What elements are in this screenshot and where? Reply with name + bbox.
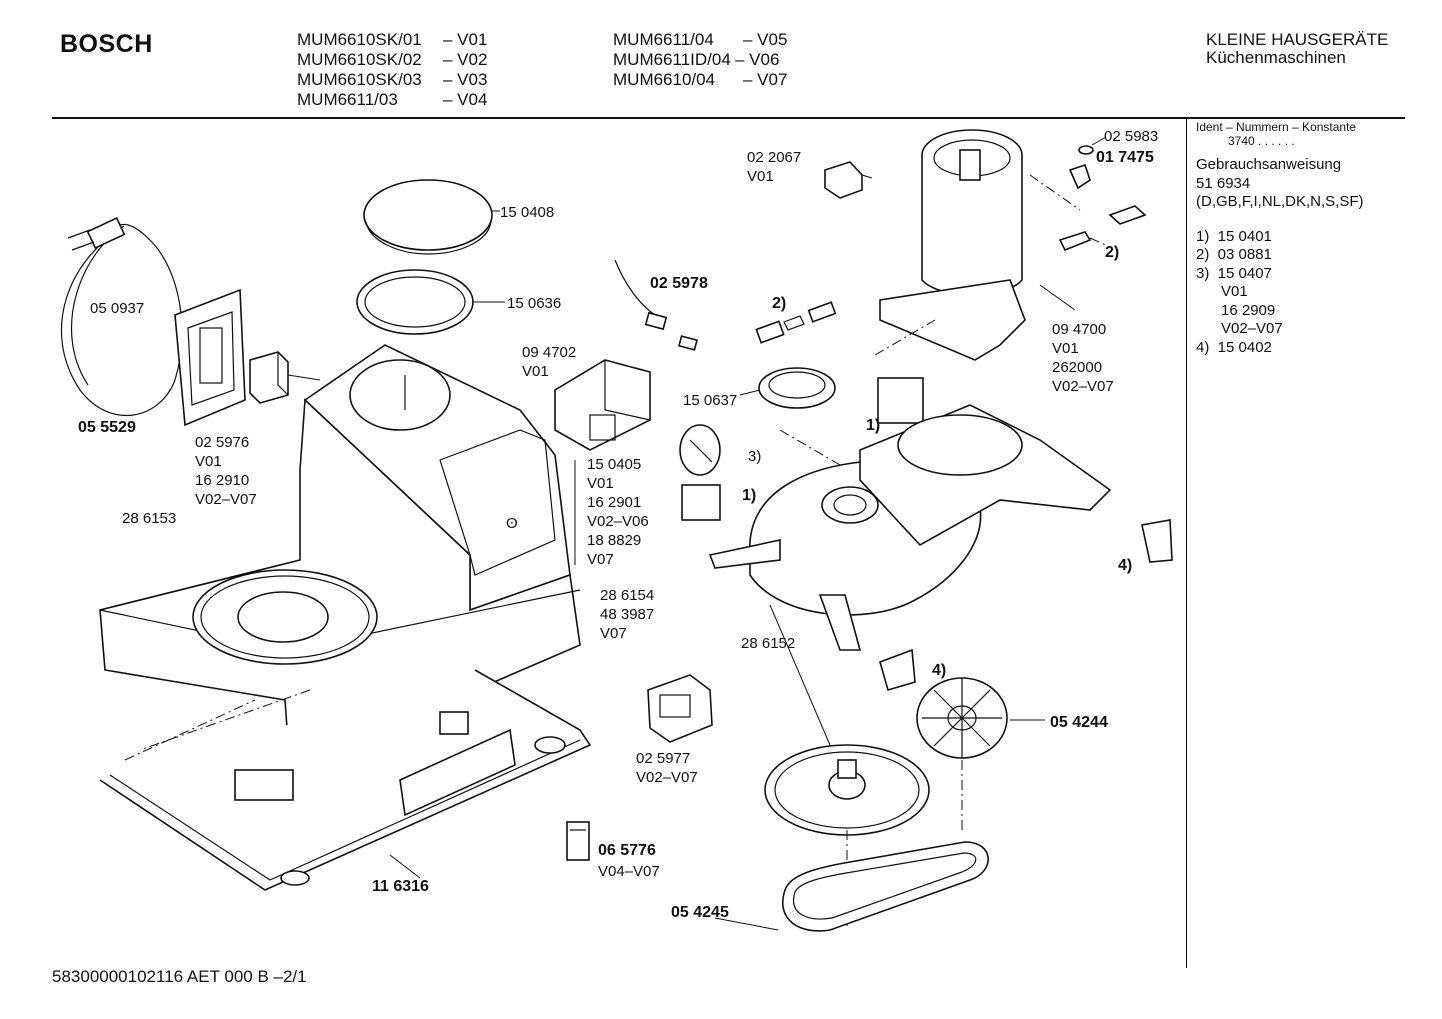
label-286153: 28 6153 (122, 510, 176, 527)
category-subtitle: Küchenmaschinen (1206, 48, 1346, 67)
label-025976: 02 5976 (195, 434, 249, 451)
knob (679, 424, 721, 476)
label-025978: 02 5978 (650, 275, 708, 292)
brush-contact (1058, 205, 1147, 252)
label-note-2-left: 2) (772, 295, 786, 312)
footer-code: 58300000102116 AET 000 B –2/1 (52, 967, 307, 986)
label-094700: 09 4700 (1052, 321, 1106, 338)
gear-housing (708, 404, 1112, 651)
label-094700-v02-v07: V02–V07 (1052, 378, 1114, 395)
label-286152: 28 6152 (741, 635, 795, 652)
label-286154: 28 6154 (600, 587, 654, 604)
note-line: 3) 15 0407 (1196, 264, 1272, 282)
label-150637: 15 0637 (683, 392, 737, 409)
label-022067: 02 2067 (747, 149, 801, 166)
label-054244: 05 4244 (1050, 714, 1108, 731)
label-025977-v02-v07: V02–V07 (636, 769, 698, 786)
label-note-1-upper: 1) (866, 417, 880, 434)
lid-disc (363, 179, 500, 255)
brush-holder (824, 161, 873, 199)
ident-value: 3740 . . . . . . (1228, 134, 1295, 148)
note-line: 2) 03 0881 (1196, 246, 1272, 263)
label-025976-v02-v07: V02–V07 (195, 491, 257, 508)
fan-wheel (916, 677, 1045, 830)
note-line: 1) 15 0401 (1196, 227, 1272, 245)
label-188829: 18 8829 (587, 532, 641, 549)
carbon-brush (755, 301, 837, 344)
manual-label: Gebrauchsanweisung (1196, 156, 1342, 173)
label-050937: 05 0937 (90, 300, 144, 317)
label-054245: 05 4245 (671, 904, 729, 921)
label-262000: 262000 (1052, 359, 1102, 376)
belt-pulley (764, 604, 930, 930)
label-note-4-right: 4) (1118, 557, 1132, 574)
ident-label: Ident – Nummern – Konstante (1196, 120, 1357, 134)
label-note-2-right: 2) (1105, 244, 1119, 261)
label-094702: 09 4702 (522, 344, 576, 361)
category-title: KLEINE HAUSGERÄTE (1206, 30, 1389, 49)
electronic-module (554, 359, 651, 565)
label-150405-v02-v06: V02–V06 (587, 513, 649, 530)
power-cord (60, 217, 183, 417)
label-162910: 16 2910 (195, 472, 249, 489)
sidebar-rule (1186, 118, 1187, 968)
label-150405-v07: V07 (587, 551, 614, 568)
wire-connector (614, 259, 699, 351)
label-150636: 15 0636 (507, 295, 561, 312)
drive-belt (714, 841, 989, 932)
fuse (566, 821, 590, 861)
label-022067-v01: V01 (747, 168, 774, 185)
cover-cap (681, 377, 924, 521)
relay (647, 674, 713, 743)
label-483987: 48 3987 (600, 606, 654, 623)
sidebar: Ident – Nummern – Konstante 3740 . . . .… (1196, 120, 1364, 357)
seal-ring (356, 269, 505, 335)
exploded-parts-diagram: ʘ (60, 128, 1173, 932)
label-065776: 06 5776 (598, 842, 656, 859)
category-heading: KLEINE HAUSGERÄTE Küchenmaschinen (1206, 31, 1388, 67)
label-116316: 11 6316 (372, 878, 429, 895)
note-line: V02–V07 (1196, 320, 1283, 337)
base-plate (99, 669, 592, 891)
label-025976-v01: V01 (195, 453, 222, 470)
label-286154-v07: V07 (600, 625, 627, 642)
label-note-1-lower: 1) (742, 487, 756, 504)
switch-part (249, 351, 321, 404)
label-065776-v04-v07: V04–V07 (598, 863, 660, 880)
clip-part (1068, 136, 1107, 190)
manual-number: 51 6934 (1196, 174, 1251, 192)
label-094700-v01: V01 (1052, 340, 1079, 357)
bearing-ring (739, 367, 836, 409)
cord-clamp-plate (174, 288, 246, 427)
manual-languages: (D,GB,F,I,NL,DK,N,S,SF) (1196, 193, 1364, 210)
motor (879, 129, 1076, 361)
label-162901: 16 2901 (587, 494, 641, 511)
label-150405-v01: V01 (587, 475, 614, 492)
end-cap (879, 519, 1173, 691)
label-094702-v01: V01 (522, 363, 549, 380)
label-017475: 01 7475 (1096, 149, 1154, 166)
header-rule (52, 117, 1405, 119)
label-150405: 15 0405 (587, 456, 641, 473)
label-note-3: 3) (748, 448, 761, 465)
label-055529: 05 5529 (78, 419, 136, 436)
note-line: 16 2909 (1196, 301, 1276, 319)
brand-logo: BOSCH (60, 30, 153, 58)
svg-text:ʘ: ʘ (506, 515, 518, 532)
label-025983: 02 5983 (1104, 128, 1158, 145)
label-note-4-center: 4) (932, 662, 946, 679)
label-025977: 02 5977 (636, 750, 690, 767)
label-150408: 15 0408 (500, 204, 554, 221)
note-line: 4) 15 0402 (1196, 338, 1272, 356)
note-line: V01 (1196, 283, 1248, 300)
